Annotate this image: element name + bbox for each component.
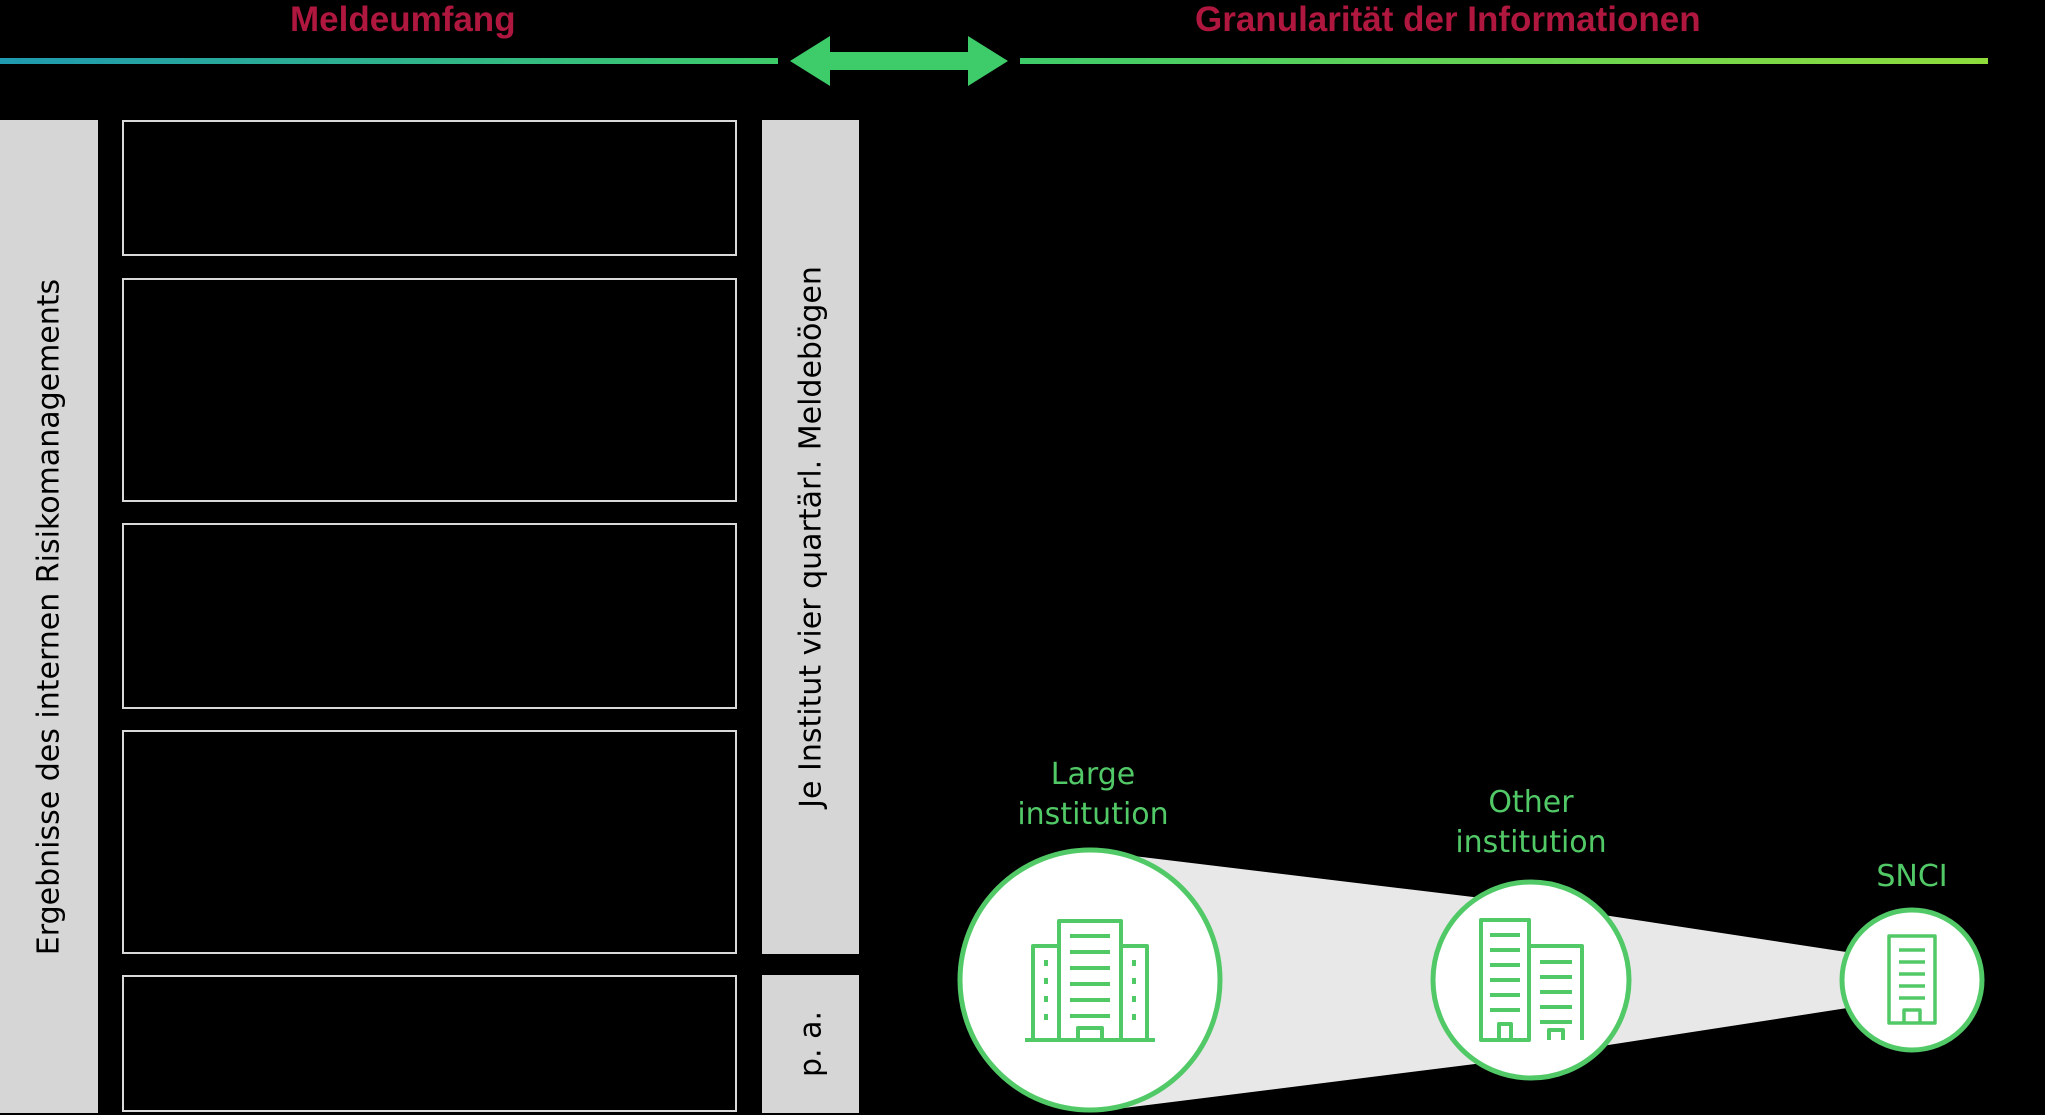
internal-risk-results-label: Ergebnisse des internen Risikomanagement…	[31, 278, 67, 955]
other-institution-label-line2: institution	[1455, 825, 1607, 860]
small-building-icon	[1887, 934, 1937, 1025]
content-box	[122, 975, 737, 1112]
per-annum-bar: p. a.	[762, 975, 859, 1113]
quarterly-reports-label: Je Institut vier quartärl. Meldebögen	[793, 266, 828, 808]
heading-granularity: Granularität der Informationen	[1195, 0, 1701, 39]
content-box	[122, 120, 737, 256]
other-institution-label: Other institution	[1455, 783, 1606, 863]
snci-node	[1839, 907, 1985, 1053]
content-box	[122, 730, 737, 954]
snci-label-line1: SNCI	[1876, 859, 1948, 894]
granularity-line	[1020, 58, 1988, 64]
large-institution-node	[957, 847, 1223, 1113]
funnel-shape-small	[1531, 904, 1912, 1057]
content-box	[122, 523, 737, 709]
large-institution-label: Large institution	[1017, 755, 1168, 835]
other-institution-node	[1430, 879, 1632, 1081]
double-arrow-icon	[790, 36, 1008, 86]
other-institution-label-line1: Other	[1488, 785, 1574, 820]
large-building-icon	[1025, 919, 1155, 1042]
heading-reporting-scope: Meldeumfang	[290, 0, 516, 39]
scope-line	[0, 58, 778, 64]
per-annum-label: p. a.	[793, 1010, 828, 1078]
content-box	[122, 278, 737, 502]
large-institution-label-line2: institution	[1017, 797, 1169, 832]
quarterly-reports-bar: Je Institut vier quartärl. Meldebögen	[762, 120, 859, 954]
internal-risk-results-bar: Ergebnisse des internen Risikomanagement…	[0, 120, 98, 1113]
large-institution-label-line1: Large	[1050, 757, 1136, 792]
snci-label: SNCI	[1876, 857, 1947, 897]
medium-building-icon	[1479, 918, 1584, 1042]
